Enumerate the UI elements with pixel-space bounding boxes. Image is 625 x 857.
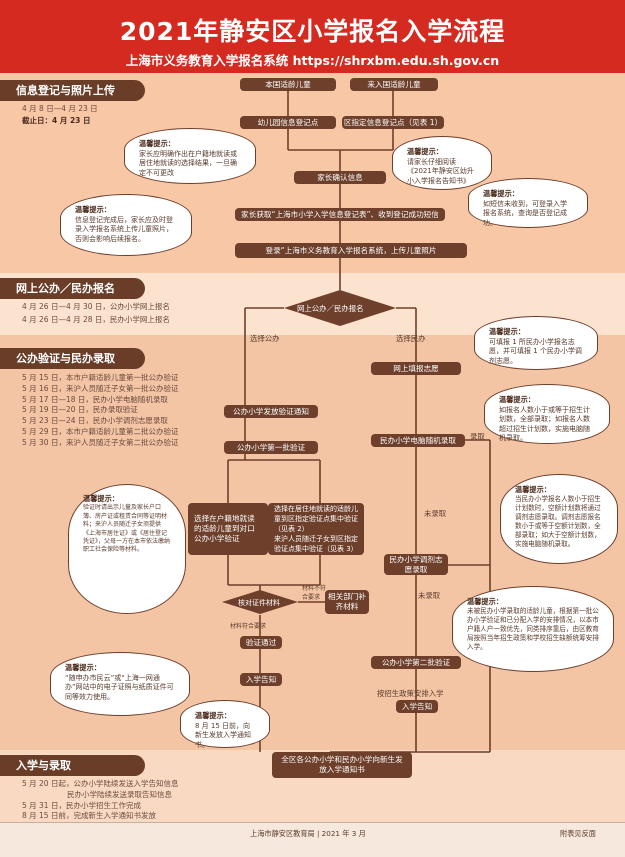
box-adjust: 民办小学调剂志愿录取 [384,554,448,575]
label-arrange: 按招生政策安排入学 [377,689,444,698]
tip-cloud-private-wish: 温馨提示： 可填报 1 所民办小学报名志愿，并可填报 1 个民办小学调剂志愿。 [474,316,598,370]
tip-title: 温馨提示： [139,139,175,148]
box-upload-photo: 登录“上海市义务教育入学报名系统，上传儿童照片 [235,243,467,258]
box-district-registration: 区指定信息登记点（见表 1） [342,116,444,129]
tip-text: 未被民办小学录取的适龄儿童，根据第一批公办小学验证和已分配入学的安排情况，以本市… [467,607,599,651]
tip-text: 家长应明确作出在户籍地就读或居住地就读的选择结果，一旦确定不可更改 [139,149,237,177]
footer-appendix-note: 附表见反面 [560,829,596,838]
box-private-lottery: 民办小学电脑随机录取 [371,434,465,447]
box-nonlocal-verify: 选择在居住地就读的适龄儿童到区指定验证点集中验证（见表 2） 来沪人员随迁子女到… [268,503,364,555]
tip-cloud-upload-photo: 温馨提示： 信息登记完成后，家长应及时登录入学报名系统上传儿童照片，否则会影响后… [60,194,192,256]
tip-title: 温馨提示： [467,597,503,606]
label-choose-public: 选择公办 [250,334,280,343]
tip-text: 当民办小学报名人数小于招生计划数时，空额计划数将通过调剂志愿录取。调剂志愿报名数… [515,495,601,548]
verification-schedule: 5 月 15 日，本市户籍适龄儿童第一批公办验证 5 月 16 日，来沪人员随迁… [22,373,179,447]
footer-issuer: 上海市静安区教育局 | 2021 年 3 月 [250,829,366,838]
header-banner: 2021年静安区小学报名入学流程 上海市义务教育入学报名系统 https://s… [0,0,625,73]
admission-schedule: 5 月 20 日起，公办小学陆续发送入学告知信息 民办小学陆续发送录取告知信息 … [22,779,179,821]
tip-cloud-e-license: 温馨提示： “随申办市民云”或“上海一网通办”网站中的电子证照与纸质证件可同等效… [50,652,190,716]
box-local-child: 本国适龄儿童 [240,78,336,91]
page-subtitle: 上海市义务教育入学报名系统 https://shrxbm.edu.sh.gov.… [125,53,500,68]
tip-title: 温馨提示： [407,147,443,156]
label-docs-ok: 材料符合要求 [230,623,267,630]
tip-title: 温馨提示： [515,485,551,494]
label-choose-private: 选择民办 [396,334,426,343]
tip-cloud-sms: 温馨提示： 如短信未收到，可登录入学报名系统，查询是否登记成功。 [468,178,588,228]
box-notify-1: 入学告知 [240,673,282,686]
tip-cloud-unadmitted: 温馨提示： 未被民办小学录取的适龄儿童，根据第一批公办小学验证和已分配入学的安排… [452,586,614,672]
tip-text: 请家长仔细阅读《2021年静安区幼升小入学报名告知书》 [407,157,474,185]
box-public-notice: 公办小学发放验证通知 [224,405,318,418]
tip-cloud-choice: 温馨提示： 家长应明确作出在户籍地就读或居住地就读的选择结果，一旦确定不可更改 [124,128,256,184]
label-not-admitted-2: 未录取 [418,591,441,600]
label-docs-incomplete: 材料不符合要求 [302,585,327,601]
tip-text: 如短信未收到，可登录入学报名系统，查询是否登记成功。 [483,199,567,227]
page-title: 2021年静安区小学报名入学流程 [119,17,506,46]
tip-text: “随申办市民云”或“上海一网通办”网站中的电子证照与纸质证件可同等效力使用。 [65,673,174,701]
box-notify-2: 入学告知 [396,700,438,713]
label-admitted: 录取 [470,432,485,441]
tip-title: 温馨提示： [483,189,519,198]
online-apply-public: 4 月 26 日—4 月 30 日，公办小学网上报名 [22,302,170,311]
box-kindergarten-registration: 幼儿园信息登记点 [240,116,336,129]
tip-text: 如报名人数小于或等于招生计划数，全部录取；如报名人数超过招生计划数，实施电脑随机… [499,405,590,443]
tip-title: 温馨提示： [83,494,119,503]
tip-title: 温馨提示： [65,663,101,672]
box-public-second: 公办小学第二批验证 [371,656,461,669]
tip-title: 温馨提示： [499,395,535,404]
box-parent-confirm: 家长确认信息 [294,171,386,184]
label-not-admitted-1: 未录取 [424,509,447,518]
section-header-verification: 公办验证与民办录取 [0,348,145,369]
tip-text: 可填报 1 所民办小学报名志愿，并可填报 1 个民办小学调剂志愿。 [489,337,582,365]
box-get-form: 家长获取“上海市小学入学信息登记表”、收到登记成功短信 [235,208,445,221]
box-public-first: 公办小学第一批验证 [224,441,318,454]
tip-title: 温馨提示： [195,711,231,720]
section-header-registration: 信息登记与照片上传 [0,80,145,101]
tip-cloud-verify-docs: 温馨提示： 验证时请出示儿童及家长户口簿、房产证或租赁合同等证明材料；来沪人员随… [68,484,186,614]
tip-cloud-notice-read: 温馨提示： 请家长仔细阅读《2021年静安区幼升小入学报名告知书》 [392,136,492,190]
box-verify-pass: 验证通过 [240,636,282,649]
section-header-admission: 入学与录取 [0,755,145,776]
tip-cloud-lottery: 温馨提示： 如报名人数小于或等于招生计划数，全部录取；如报名人数超过招生计划数，… [484,384,610,444]
node-online-apply: 网上公办／民办报名 [297,304,364,313]
footer: 上海市静安区教育局 | 2021 年 3 月 附表见反面 [0,822,625,857]
box-nonlocal-child: 来入国适龄儿童 [350,78,438,91]
registration-deadline: 截止日：4 月 23 日 [22,116,91,125]
tip-cloud-adjust: 温馨提示： 当民办小学报名人数小于招生计划数时，空额计划数将通过调剂志愿录取。调… [500,474,618,564]
box-final-notice: 全区各公办小学和民办小学向新生发放入学通知书 [272,752,412,778]
box-supplement: 相关部门补齐材料 [325,590,369,614]
tip-text: 8 月 15 日前，向新生发放入学通知书。 [195,721,251,749]
registration-dates: 4 月 8 日—4 月 23 日 [22,104,98,113]
tip-title: 温馨提示： [75,205,111,214]
tip-cloud-aug15: 温馨提示： 8 月 15 日前，向新生发放入学通知书。 [180,700,270,749]
node-check-docs: 核对证件材料 [238,599,280,607]
box-local-verify: 选择在户籍地就读的适龄儿童到对口公办小学验证 [188,503,268,555]
section-header-online-apply: 网上公办／民办报名 [0,278,145,299]
tip-text: 信息登记完成后，家长应及时登录入学报名系统上传儿童照片，否则会影响后续报名。 [75,215,173,243]
tip-text: 验证时请出示儿童及家长户口簿、房产证或租赁合同等证明材料；来沪人员随迁子女须提供… [83,504,171,554]
online-apply-private: 4 月 26 日—4 月 28 日，民办小学网上报名 [22,315,170,324]
box-fill-wish: 网上填报志愿 [371,362,461,375]
tip-title: 温馨提示： [489,327,525,336]
